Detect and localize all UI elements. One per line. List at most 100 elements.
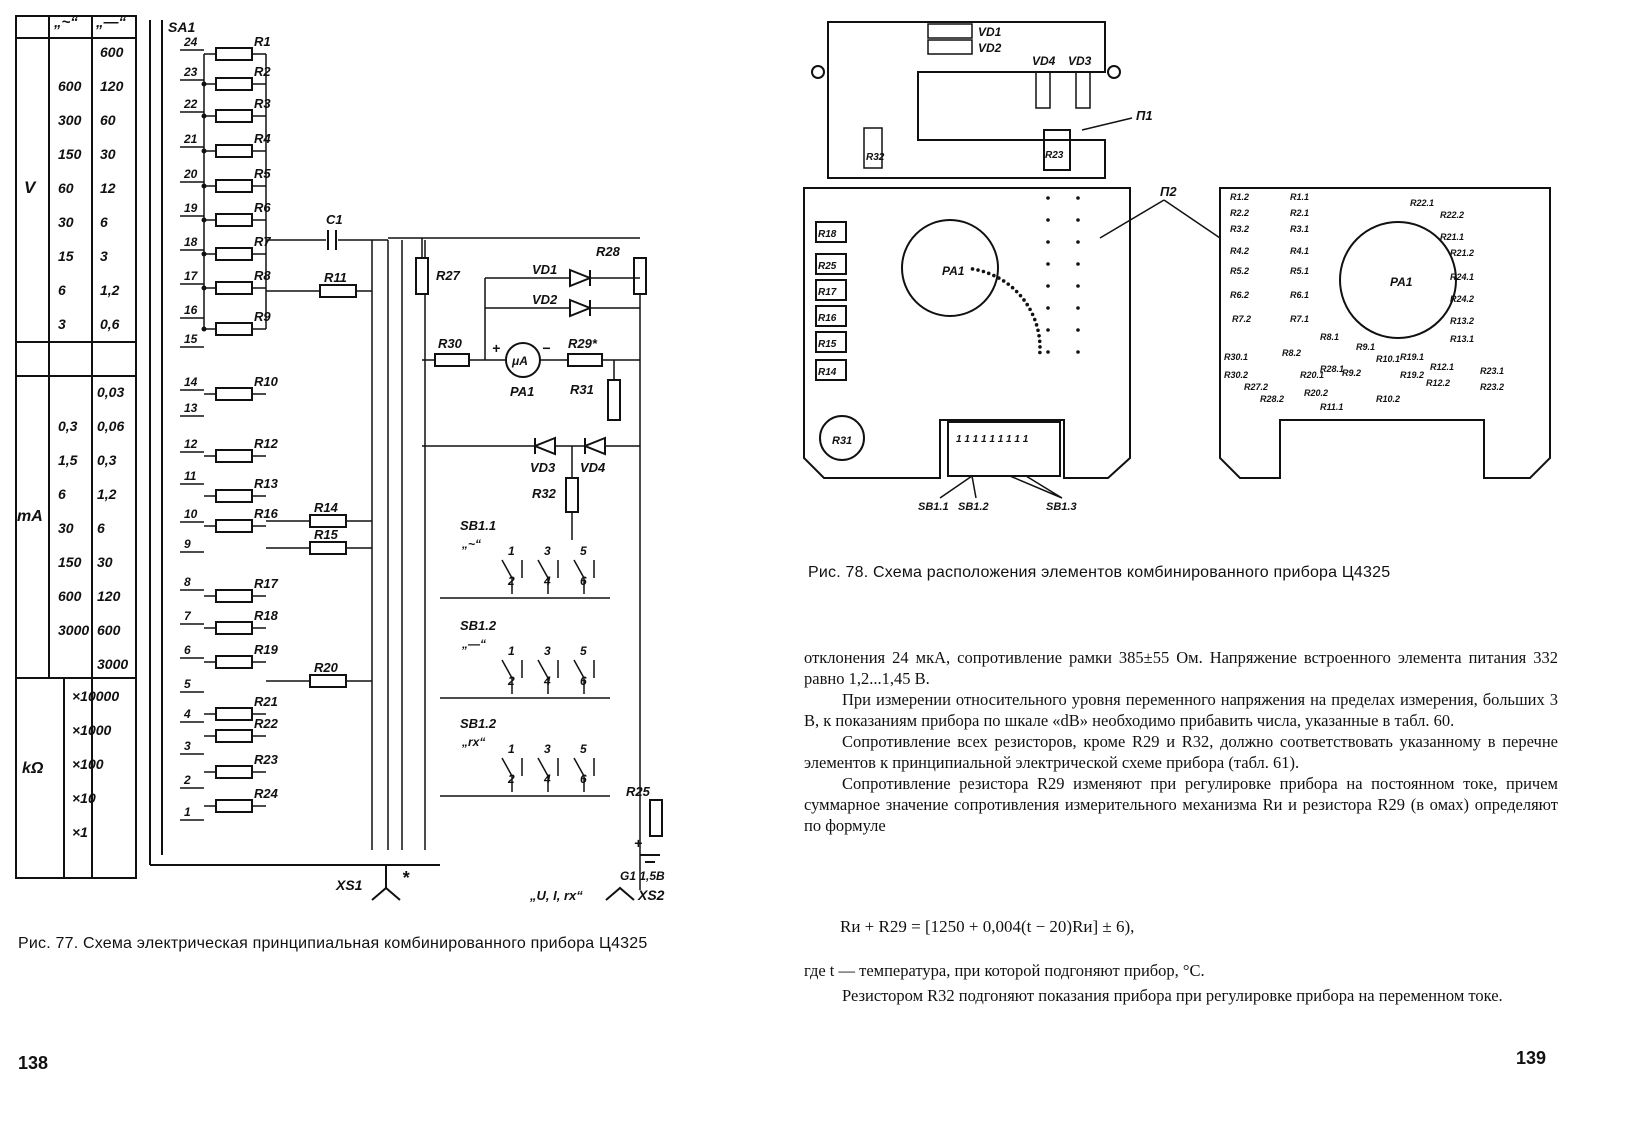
resistor-label: R21 bbox=[254, 694, 278, 709]
vd2-label: VD2 bbox=[978, 41, 1002, 55]
switch-position: 5 bbox=[184, 677, 191, 691]
pad-label: R5.1 bbox=[1290, 266, 1309, 276]
diode-label: VD1 bbox=[532, 262, 557, 277]
v-ac-cell: 3 bbox=[58, 316, 66, 332]
resistor-label: R15 bbox=[314, 527, 339, 542]
v-ac-cell: 15 bbox=[58, 248, 74, 264]
range-table bbox=[15, 15, 137, 879]
switch-contact: 1 bbox=[508, 742, 515, 756]
switch-contact: 2 bbox=[507, 674, 515, 688]
resistor-label: R24 bbox=[254, 786, 279, 801]
pad-label: R20.1 bbox=[1300, 370, 1324, 380]
pad-label: R28.1 bbox=[1320, 364, 1344, 374]
resistor-label: R28 bbox=[596, 244, 621, 259]
pad-label: R30.1 bbox=[1224, 352, 1248, 362]
ma-ac-cell: 6 bbox=[58, 486, 66, 502]
switch-position: 19 bbox=[184, 201, 198, 215]
switch-contact: 3 bbox=[544, 544, 551, 558]
resistor-label: R7 bbox=[254, 234, 271, 249]
sb12-label: SB1.2 bbox=[958, 501, 989, 513]
battery-label: G1 1,5B bbox=[620, 869, 665, 883]
switch-position: 22 bbox=[183, 97, 198, 111]
switch-position: 20 bbox=[183, 167, 198, 181]
resistor bbox=[215, 109, 253, 123]
resistor-label: R22 bbox=[254, 716, 279, 731]
resistor-label: R13 bbox=[254, 476, 279, 491]
switch-contact: 5 bbox=[580, 742, 587, 756]
v-ac-cell: 150 bbox=[58, 146, 82, 162]
v-ac-cell: 60 bbox=[58, 180, 74, 196]
vd1-label: VD1 bbox=[978, 25, 1002, 39]
switch-position: 1 bbox=[184, 805, 191, 819]
pad-label: R23.2 bbox=[1480, 382, 1504, 392]
resistor-label: R9 bbox=[254, 309, 271, 324]
v-dc-cell: 60 bbox=[100, 112, 116, 128]
paragraph-2: При измерении относительного уровня пере… bbox=[804, 690, 1558, 730]
resistor-label: R29* bbox=[568, 336, 598, 351]
pad-label: R8.1 bbox=[1320, 332, 1339, 342]
resistor bbox=[215, 765, 253, 779]
pad-label: R2.2 bbox=[1230, 208, 1249, 218]
kohm-cell: ×10 bbox=[72, 790, 96, 806]
resistor-label: R18 bbox=[254, 608, 279, 623]
resistor bbox=[215, 387, 253, 401]
ma-dc-cell: 120 bbox=[97, 588, 121, 604]
resistor-label: R4 bbox=[254, 131, 271, 146]
sb13-label: SB1.3 bbox=[1046, 501, 1077, 513]
pad-label: R7.2 bbox=[1232, 314, 1251, 324]
pad-label: R3.1 bbox=[1290, 224, 1309, 234]
resistor-label: R15 bbox=[818, 339, 837, 350]
switch-section-label: SB1.1 bbox=[460, 518, 496, 533]
kohm-cell: ×100 bbox=[72, 756, 104, 772]
p1-label: П1 bbox=[1136, 108, 1153, 123]
figure-77-caption: Рис. 77. Схема электрическая принципиаль… bbox=[18, 935, 648, 952]
resistor bbox=[565, 477, 579, 513]
v-dc-cell: 600 bbox=[100, 44, 124, 60]
resistor bbox=[215, 489, 253, 503]
switch-position: 15 bbox=[184, 332, 198, 346]
switch-section-label: SB1.2 bbox=[460, 716, 497, 731]
resistor-label: R27 bbox=[436, 268, 461, 283]
switch-position: 9 bbox=[184, 537, 191, 551]
v-ac-cell: 30 bbox=[58, 214, 74, 230]
switch-position: 4 bbox=[183, 707, 191, 721]
resistor bbox=[215, 47, 253, 61]
formula: Rи + R29 = [1250 + 0,004(t − 20)Rи] ± 6)… bbox=[840, 917, 1135, 936]
xs2-label: XS2 bbox=[637, 887, 665, 903]
ma-dc-cell: 1,2 bbox=[97, 486, 117, 502]
pad-label: R24.1 bbox=[1450, 272, 1474, 282]
resistor-label: R10 bbox=[254, 374, 279, 389]
resistor-label: R19 bbox=[254, 642, 279, 657]
switch-label: SA1 bbox=[168, 19, 195, 35]
r31-label: R31 bbox=[832, 435, 852, 447]
switch-contacts: 1 1 1 1 1 1 1 1 1 bbox=[956, 434, 1029, 445]
resistor bbox=[215, 144, 253, 158]
pad-label: R5.2 bbox=[1230, 266, 1249, 276]
vd3-label: VD3 bbox=[1068, 54, 1092, 68]
paragraph-4: Сопротивление резистора R29 изменяют при… bbox=[804, 774, 1558, 835]
resistor bbox=[215, 519, 253, 533]
resistor bbox=[215, 621, 253, 635]
resistor bbox=[319, 284, 357, 298]
switch-position: 16 bbox=[184, 303, 198, 317]
switch-contact: 3 bbox=[544, 742, 551, 756]
body-text: отклонения 24 мкА, сопротивление рамки 3… bbox=[804, 647, 1558, 836]
switch-mode-label: „~“ bbox=[461, 537, 481, 551]
resistor bbox=[415, 257, 429, 295]
resistor bbox=[215, 729, 253, 743]
kohm-cell: ×1 bbox=[72, 824, 88, 840]
resistor-label: R18 bbox=[818, 229, 837, 240]
kohm-cell: ×10000 bbox=[72, 688, 120, 704]
ma-ac-cell: 0,3 bbox=[58, 418, 78, 434]
switch-contact: 1 bbox=[508, 644, 515, 658]
switch-position: 2 bbox=[183, 773, 191, 787]
paragraph-3: Сопротивление всех резисторов, кроме R29… bbox=[804, 732, 1558, 772]
resistor-label: R32 bbox=[532, 486, 557, 501]
resistor-label: R6 bbox=[254, 200, 271, 215]
resistor-label: R11 bbox=[324, 270, 347, 285]
diode-label: VD2 bbox=[532, 292, 558, 307]
pad-label: R12.2 bbox=[1426, 378, 1450, 388]
diode-label: VD3 bbox=[530, 460, 556, 475]
meter-label: PA1 bbox=[942, 264, 965, 278]
